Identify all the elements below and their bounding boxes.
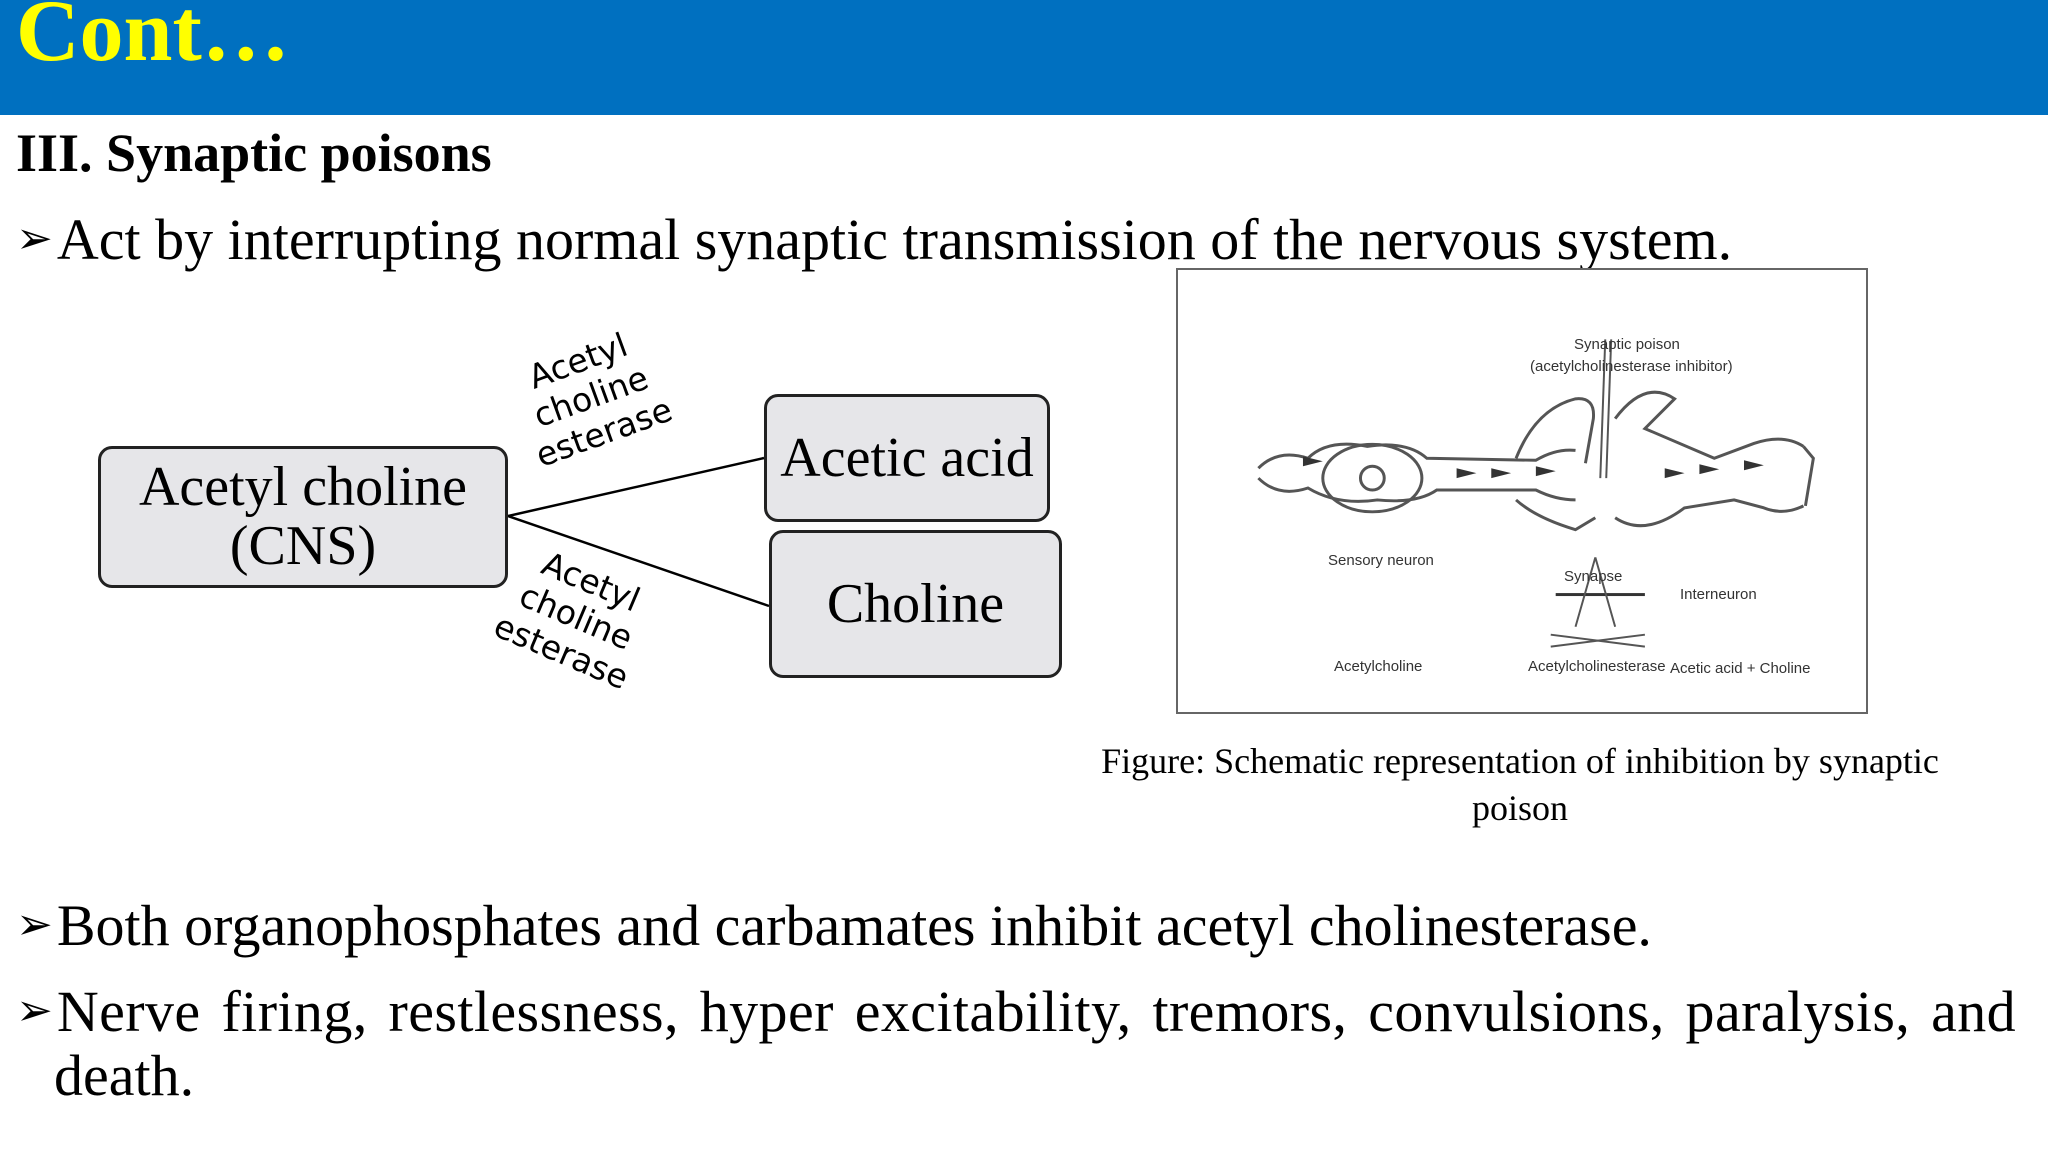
figure-label: Sensory neuron	[1328, 552, 1434, 569]
slide-header: Cont…	[0, 0, 2048, 115]
figure-label: Synaptic poison	[1574, 336, 1680, 353]
figure-label: Acetic acid + Choline	[1670, 660, 1811, 677]
box-line: Acetyl choline	[138, 456, 468, 519]
figure-label: Acetylcholinesterase	[1528, 658, 1666, 675]
enzyme-label-top: Acetyl choline esterase	[505, 319, 677, 475]
figure-label: Acetylcholine	[1334, 658, 1423, 675]
section-heading: III. Synaptic poisons	[16, 123, 492, 183]
caption-line: Figure: Schematic representation of inhi…	[1101, 741, 1939, 781]
synapse-figure: Synaptic poison (acetylcholinesterase in…	[1176, 268, 1868, 714]
figure-label: (acetylcholinesterase inhibitor)	[1530, 358, 1733, 375]
bullet-text: Act by interrupting normal synaptic tran…	[56, 207, 1733, 272]
acetylcholine-box: Acetyl choline (CNS)	[98, 446, 508, 588]
bullet-point-3: ➢Nerve firing, restlessness, hyper excit…	[16, 980, 2036, 1108]
enzyme-label-bottom: Acetyl choline esterase	[488, 537, 663, 697]
bullet-text: Both organophosphates and carbamates inh…	[56, 893, 1652, 958]
box-line: (CNS)	[229, 515, 377, 577]
synapse-illustration	[1257, 339, 1815, 648]
arrow-bullet-icon: ➢	[16, 899, 53, 950]
choline-box: Choline	[769, 530, 1062, 678]
figure-caption: Figure: Schematic representation of inhi…	[1060, 738, 1980, 832]
slide-title: Cont…	[16, 0, 290, 80]
figure-label: Interneuron	[1680, 586, 1757, 603]
bullet-text: Nerve firing, restlessness, hyper excita…	[56, 979, 2017, 1044]
arrow-bullet-icon: ➢	[16, 213, 53, 264]
bullet-point-2: ➢Both organophosphates and carbamates in…	[16, 894, 1652, 958]
bullet-text-continuation: death.	[54, 1042, 195, 1108]
bullet-point-1: ➢Act by interrupting normal synaptic tra…	[16, 208, 1732, 272]
figure-label: Synapse	[1564, 568, 1623, 585]
arrow-bullet-icon: ➢	[16, 985, 53, 1036]
caption-line: poison	[1471, 787, 1568, 828]
acetic-acid-box: Acetic acid	[764, 394, 1050, 522]
